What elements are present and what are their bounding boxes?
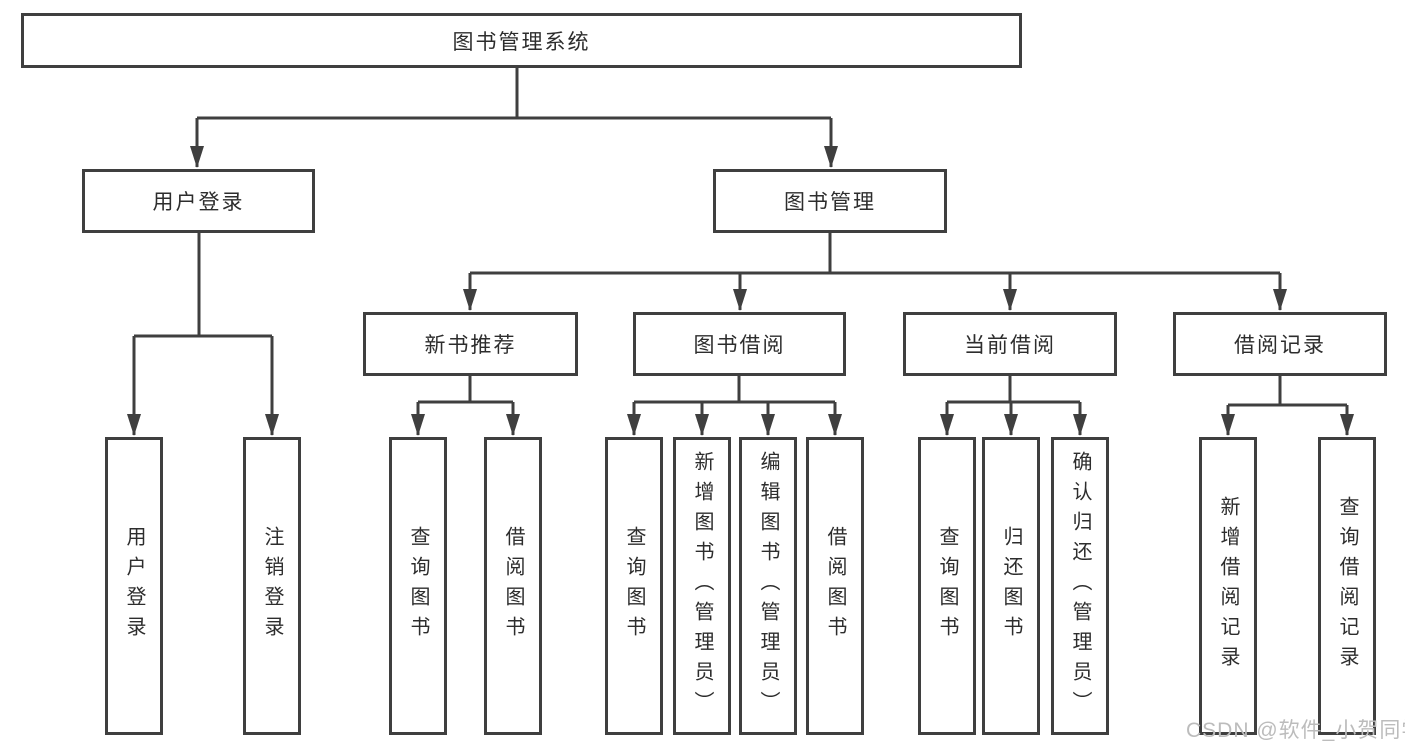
node-label: 确认归还（管理员） bbox=[1069, 451, 1091, 721]
leaf-search-books-borrowing: 查询图书 bbox=[605, 437, 663, 735]
node-book-management: 图书管理 bbox=[713, 169, 947, 233]
leaf-add-books-admin: 新增图书（管理员） bbox=[673, 437, 731, 735]
node-label: 新书推荐 bbox=[424, 334, 517, 357]
node-book-borrowing: 图书借阅 bbox=[633, 312, 846, 376]
node-label: 借阅记录 bbox=[1234, 334, 1326, 357]
node-label: 新增图书（管理员） bbox=[691, 451, 713, 721]
node-new-book-recommendation: 新书推荐 bbox=[363, 312, 578, 376]
node-borrowing-records: 借阅记录 bbox=[1173, 312, 1387, 376]
leaf-user-login: 用户登录 bbox=[105, 437, 163, 735]
leaf-borrow-books-borrowing: 借阅图书 bbox=[806, 437, 864, 735]
node-label: 图书管理 bbox=[784, 191, 876, 214]
leaf-return-books: 归还图书 bbox=[982, 437, 1040, 735]
watermark: CSDN @软件_小贺同学 bbox=[1186, 719, 1405, 742]
leaf-confirm-return-admin: 确认归还（管理员） bbox=[1051, 437, 1109, 735]
leaf-add-borrow-record: 新增借阅记录 bbox=[1199, 437, 1257, 735]
node-label: 借阅图书 bbox=[502, 526, 524, 646]
node-label: 查询图书 bbox=[936, 526, 958, 646]
node-label: 查询借阅记录 bbox=[1336, 496, 1358, 676]
node-library-management-system: 图书管理系统 bbox=[21, 13, 1022, 68]
node-label: 用户登录 bbox=[123, 526, 145, 646]
node-label: 图书管理系统 bbox=[452, 30, 591, 54]
leaf-borrow-books-recommend: 借阅图书 bbox=[484, 437, 542, 735]
node-label: 新增借阅记录 bbox=[1217, 496, 1239, 676]
node-current-borrowing: 当前借阅 bbox=[903, 312, 1117, 376]
node-label: 当前借阅 bbox=[964, 334, 1056, 357]
node-label: 查询图书 bbox=[623, 526, 645, 646]
node-label: 查询图书 bbox=[407, 526, 429, 646]
node-label: 借阅图书 bbox=[824, 526, 846, 646]
leaf-edit-books-admin: 编辑图书（管理员） bbox=[739, 437, 797, 735]
node-label: 图书借阅 bbox=[693, 334, 786, 357]
leaf-logout: 注销登录 bbox=[243, 437, 301, 735]
leaf-search-books-recommend: 查询图书 bbox=[389, 437, 447, 735]
node-user-login: 用户登录 bbox=[82, 169, 315, 233]
node-label: 用户登录 bbox=[152, 191, 245, 214]
node-label: 归还图书 bbox=[1000, 526, 1022, 646]
node-label: 注销登录 bbox=[261, 526, 283, 646]
node-label: 编辑图书（管理员） bbox=[757, 451, 779, 721]
leaf-search-books-current: 查询图书 bbox=[918, 437, 976, 735]
leaf-search-borrow-record: 查询借阅记录 bbox=[1318, 437, 1376, 735]
